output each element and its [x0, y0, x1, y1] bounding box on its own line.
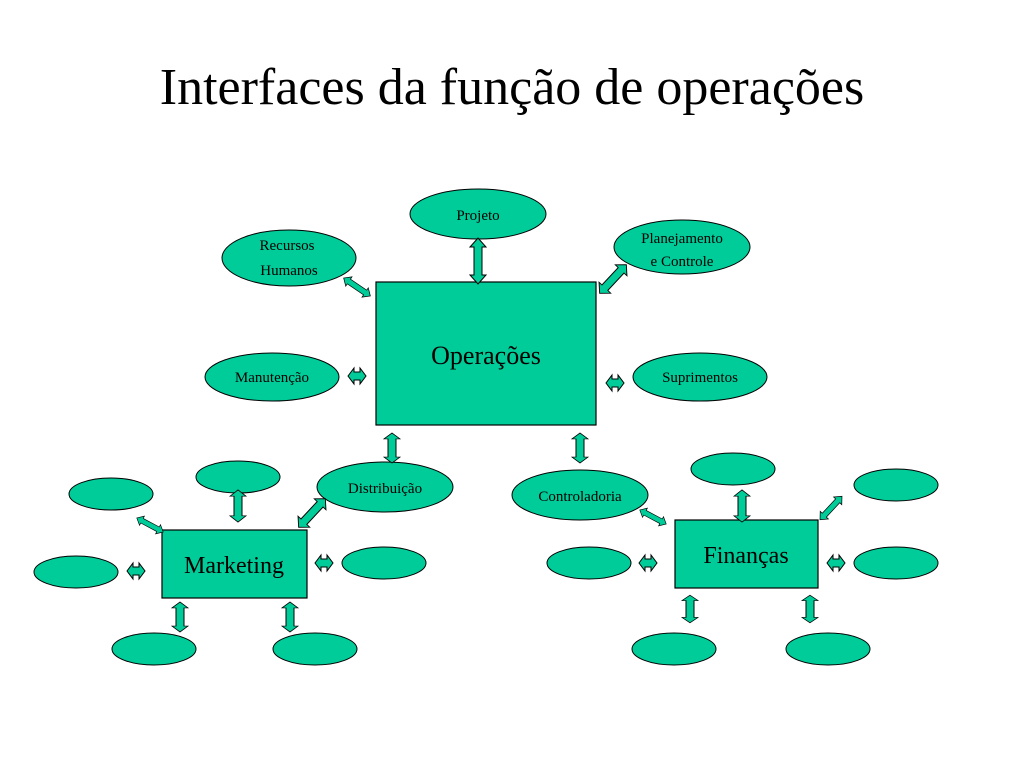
- financas-blank-node-6: [785, 632, 871, 666]
- marketing-blank-node-3: [33, 555, 119, 589]
- distribuicao-label: Distribuição: [348, 481, 422, 497]
- controladoria-arrow: [571, 432, 589, 464]
- financas-blank-node-3: [546, 546, 632, 580]
- controladoria-label: Controladoria: [538, 489, 622, 505]
- controladoria-financas-arrow: [637, 505, 669, 529]
- slide-title: Interfaces da função de operações: [159, 59, 865, 116]
- distribuicao-marketing-arrow: [292, 492, 332, 534]
- distribuicao-arrow: [383, 432, 401, 464]
- financas-blank-node-1: [690, 452, 776, 486]
- distribuicao-node: [316, 461, 454, 513]
- financas-blank-node-2: [853, 468, 939, 502]
- financas-blank-node-4: [853, 546, 939, 580]
- financas-blank-node-5: [631, 632, 717, 666]
- recursos-humanos-line2: Humanos: [260, 263, 318, 279]
- financas-arrow-4: [826, 554, 846, 572]
- planejamento-controle-line2: e Controle: [651, 254, 714, 270]
- financas-arrow-1: [733, 489, 751, 523]
- planejamento-controle-line1: Planejamento: [641, 231, 723, 247]
- planejamento-controle-arrow: [593, 258, 633, 300]
- financas-arrow-3: [638, 554, 658, 572]
- suprimentos-node: [632, 352, 768, 402]
- recursos-humanos-line1: Recursos: [260, 238, 315, 254]
- planejamento-controle-node: [613, 219, 751, 275]
- marketing-blank-node-2: [195, 460, 281, 494]
- marketing-arrow-4: [314, 554, 334, 572]
- financas-arrow-6: [801, 594, 819, 624]
- manutencao-label: Manutenção: [235, 370, 309, 386]
- financas-arrow-5: [681, 594, 699, 624]
- recursos-humanos-node: [221, 229, 357, 287]
- marketing-blank-node-6: [272, 632, 358, 666]
- suprimentos-arrow: [605, 374, 625, 392]
- suprimentos-label: Suprimentos: [662, 370, 738, 386]
- marketing-blank-node-4: [341, 546, 427, 580]
- marketing-blank-node-5: [111, 632, 197, 666]
- marketing-box: [161, 529, 308, 599]
- marketing-arrow-1: [134, 513, 166, 537]
- recursos-humanos-arrow: [340, 273, 374, 301]
- financas-label: Finanças: [703, 543, 788, 569]
- financas-arrow-2: [815, 492, 847, 524]
- manutencao-node: [204, 352, 340, 402]
- operacoes-label: Operações: [431, 341, 541, 370]
- manutencao-arrow: [347, 367, 367, 385]
- operacoes-box: [375, 281, 597, 426]
- financas-box: [674, 519, 819, 589]
- marketing-arrow-3: [126, 562, 146, 580]
- controladoria-node: [511, 469, 649, 521]
- marketing-arrow-5: [171, 601, 189, 633]
- marketing-label: Marketing: [184, 553, 284, 579]
- marketing-arrow-2: [229, 489, 247, 523]
- marketing-arrow-6: [281, 601, 299, 633]
- projeto-label: Projeto: [456, 208, 499, 224]
- marketing-blank-node-1: [68, 477, 154, 511]
- projeto-arrow: [469, 237, 487, 285]
